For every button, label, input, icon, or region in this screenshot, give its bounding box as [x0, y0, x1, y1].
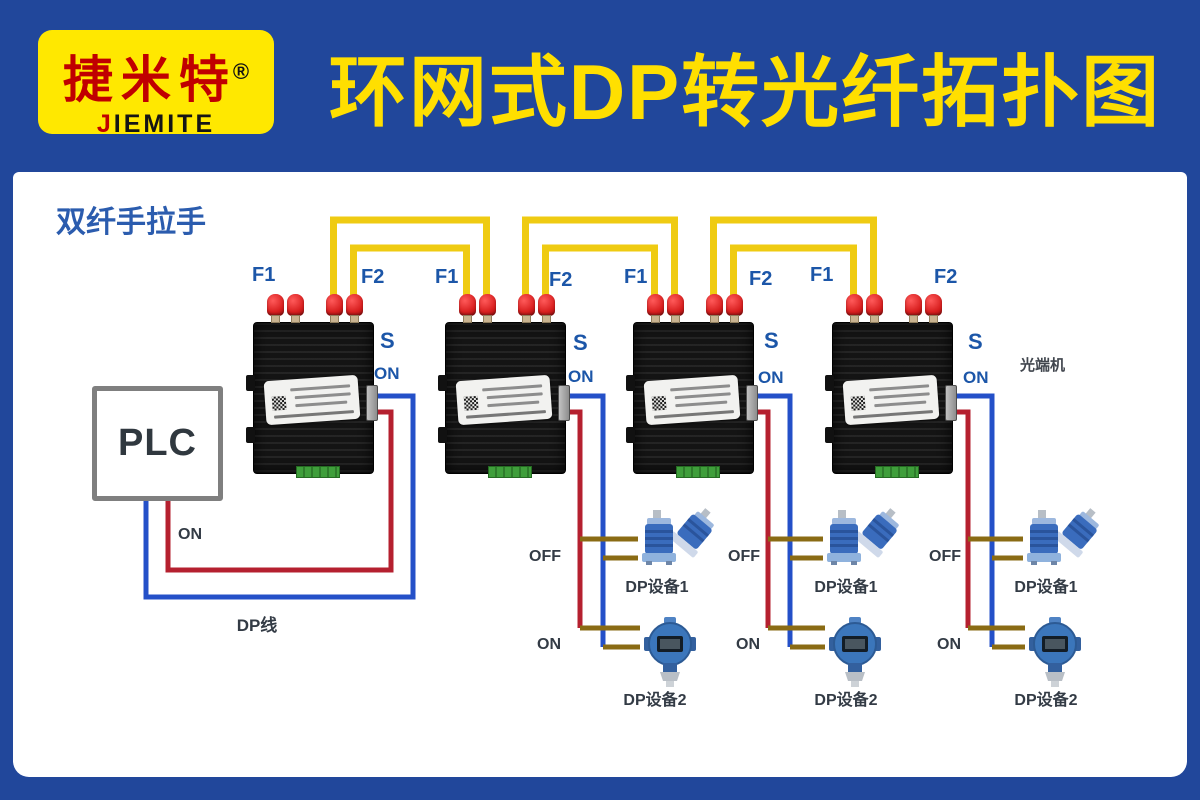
din-clip: [246, 375, 255, 391]
fiber-converter-1: [246, 294, 378, 478]
converter4-on-label: ON: [963, 368, 989, 387]
branch2-device2-label: DP设备2: [814, 692, 878, 709]
branch1-off-label: OFF: [529, 548, 561, 565]
fiber-port-icon: [267, 294, 284, 323]
branch3-on-label: ON: [937, 636, 961, 653]
fiber-converter-4: [825, 294, 957, 478]
plc-box: PLC: [92, 386, 223, 501]
serial-port: [746, 385, 758, 421]
device-label-sticker: [263, 374, 361, 426]
converter3-s-label: S: [764, 328, 779, 353]
converter3-f2-label: F2: [749, 268, 773, 290]
serial-port: [366, 385, 378, 421]
fiber-port-icon: [706, 294, 723, 323]
qr-code-icon: [850, 395, 866, 411]
serial-port: [945, 385, 957, 421]
fiber-port-icon: [846, 294, 863, 323]
dp-device1-encoder-icon: [821, 508, 899, 566]
registered-trademark-icon: ®: [232, 59, 250, 84]
converter2-f2-label: F2: [549, 269, 573, 291]
terminal-block: [488, 466, 532, 478]
fiber-port-icon: [905, 294, 922, 323]
converter1-on-label: ON: [374, 364, 400, 383]
converter4-s-label: S: [968, 329, 983, 354]
fiber-port-icon: [726, 294, 743, 323]
branch1-on-label: ON: [537, 636, 561, 653]
din-clip: [825, 375, 834, 391]
branch3-device2-label: DP设备2: [1014, 692, 1078, 709]
brand-name: 捷米特: [62, 52, 237, 108]
fiber-port-icon: [866, 294, 883, 323]
converter1-f1-label: F1: [252, 264, 276, 286]
branch1-device1-label: DP设备1: [625, 579, 689, 596]
fiber-port-icon: [459, 294, 476, 323]
fiber-port-icon: [518, 294, 535, 323]
device-label-sticker: [455, 374, 553, 426]
terminal-block: [875, 466, 919, 478]
converter2-s-label: S: [573, 330, 588, 355]
brand-logo: 捷米特® JIEMITE: [38, 30, 274, 138]
converter3-on-label: ON: [758, 368, 784, 387]
converter4-f2-label: F2: [934, 266, 958, 288]
dp-line-label: DP线: [236, 616, 278, 635]
optical-terminal-label: 光端机: [1020, 357, 1066, 374]
dp-device1-encoder-icon: [636, 508, 714, 566]
converter1-f2-label: F2: [361, 266, 385, 288]
din-clip: [825, 427, 834, 443]
converter2-f1-label: F1: [435, 266, 459, 288]
din-clip: [246, 427, 255, 443]
branch2-on-label: ON: [736, 636, 760, 653]
branch2-off-label: OFF: [728, 548, 760, 565]
din-clip: [626, 375, 635, 391]
converter2-on-label: ON: [568, 367, 594, 386]
plc-wire-on-label: ON: [178, 526, 202, 543]
fiber-converter-3: [626, 294, 758, 478]
diagram-subtitle: 双纤手拉手: [56, 206, 206, 239]
dp-device2-transmitter-icon: [829, 617, 881, 687]
serial-port: [558, 385, 570, 421]
qr-code-icon: [463, 395, 479, 411]
brand-latin-name: JIEMITE: [96, 110, 216, 138]
fiber-port-icon: [287, 294, 304, 323]
converter1-s-label: S: [380, 328, 395, 353]
fiber-port-icon: [479, 294, 496, 323]
din-clip: [438, 375, 447, 391]
converter3-f1-label: F1: [624, 266, 648, 288]
fiber-converter-2: [438, 294, 570, 478]
fiber-port-icon: [346, 294, 363, 323]
branch3-off-label: OFF: [929, 548, 961, 565]
dp-device2-transmitter-icon: [644, 617, 696, 687]
dp-device2-transmitter-icon: [1029, 617, 1081, 687]
din-clip: [626, 427, 635, 443]
dp-device1-encoder-icon: [1021, 508, 1099, 566]
branch3-device1-label: DP设备1: [1014, 579, 1078, 596]
fiber-port-icon: [667, 294, 684, 323]
qr-code-icon: [271, 395, 287, 411]
branch1-device2-label: DP设备2: [623, 692, 687, 709]
fiber-port-icon: [647, 294, 664, 323]
din-clip: [438, 427, 447, 443]
converter4-f1-label: F1: [810, 264, 834, 286]
qr-code-icon: [651, 395, 667, 411]
brand-name-row: 捷米特®: [38, 40, 274, 112]
plc-label: PLC: [118, 422, 197, 464]
terminal-block: [296, 466, 340, 478]
fiber-port-icon: [538, 294, 555, 323]
terminal-block: [676, 466, 720, 478]
branch2-device1-label: DP设备1: [814, 579, 878, 596]
device-label-sticker: [842, 374, 940, 426]
fiber-port-icon: [326, 294, 343, 323]
fiber-port-icon: [925, 294, 942, 323]
page-title: 环网式DP转光纤拓扑图: [328, 48, 1162, 136]
device-label-sticker: [643, 374, 741, 426]
